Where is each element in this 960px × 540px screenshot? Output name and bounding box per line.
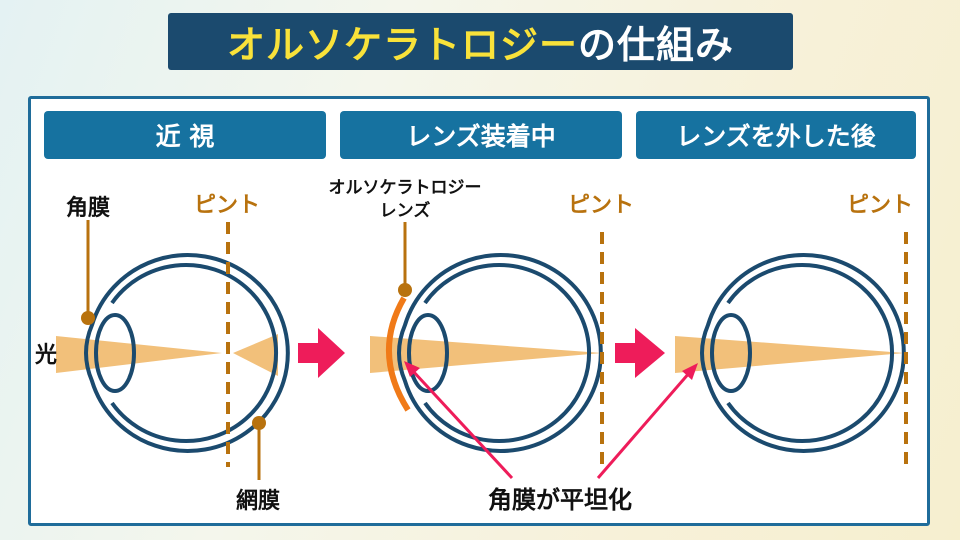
arrow-icon (615, 328, 665, 378)
light-beam (56, 336, 222, 373)
retina-marker (252, 416, 266, 430)
eye-lens-off (675, 232, 908, 467)
page-title: オルソケラトロジーの仕組み (168, 13, 793, 70)
focus-label-3: ピント (847, 193, 913, 218)
light-beam (675, 336, 905, 373)
focus-label-2: ピント (568, 193, 634, 218)
header-myopia: 近 視 (44, 111, 326, 159)
focus-label-1: ピント (194, 193, 260, 218)
light-beam (370, 336, 602, 373)
diagram-panel (28, 96, 930, 526)
cornea-marker (81, 311, 95, 325)
lens-label-1: オルソケラトロジー (329, 178, 482, 198)
header-lens-off: レンズを外した後 (636, 111, 916, 159)
cornea-flatten-pointers (404, 361, 698, 480)
light-label: 光 (34, 343, 57, 368)
title-highlight: オルソケラトロジー (226, 23, 578, 67)
title-rest: の仕組み (578, 23, 735, 67)
cornea-label: 角膜 (66, 195, 110, 221)
eye-myopia (56, 220, 290, 480)
arrow-icon (298, 328, 345, 378)
lens-marker (398, 283, 412, 297)
ortho-lens (386, 296, 411, 412)
header-lens-on: レンズ装着中 (340, 111, 622, 159)
eye-lens-on (370, 222, 604, 467)
reflected-beam (233, 334, 278, 376)
retina-label: 網膜 (236, 488, 280, 514)
lens-label-2: レンズ (380, 200, 431, 221)
flattened-label: 角膜が平坦化 (488, 486, 632, 514)
